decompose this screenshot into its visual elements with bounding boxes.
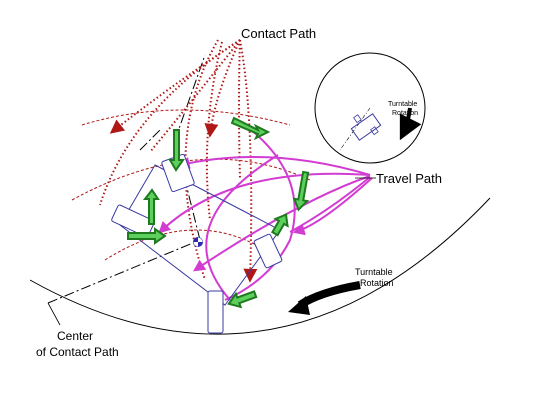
velocity-arrows <box>127 116 310 309</box>
travel-path-inner-arc <box>205 154 279 301</box>
velocity-arrow-icon <box>142 188 160 225</box>
wheel-front-right <box>253 233 283 269</box>
velocity-arrow-icon <box>271 213 289 237</box>
velocity-arrow-icon <box>127 227 167 245</box>
inset-turntable-rotation-label-line1: Turntable <box>388 101 417 108</box>
contact-path-outer-arcs <box>71 109 311 261</box>
center-of-contact-path-label-line2: of Contact Path <box>36 345 119 359</box>
inset-turntable-rotation-label-line2: Rotation <box>392 110 418 117</box>
turntable-rotation-label-line1: Turntable <box>355 267 393 277</box>
leader-lines <box>47 177 376 326</box>
velocity-arrow-icon <box>227 290 258 309</box>
center-of-contact-path-label-line1: Center <box>57 329 93 343</box>
wheel-rear-right <box>207 290 224 334</box>
wheel-rear-left <box>111 204 155 238</box>
velocity-arrow-icon <box>168 129 185 172</box>
velocity-arrow-icon <box>292 170 310 212</box>
contact-path-label: Contact Path <box>241 26 316 41</box>
center-marker <box>193 237 203 247</box>
vehicle-body <box>119 164 281 306</box>
turntable-rotation-arrow-icon <box>288 281 361 315</box>
wheels <box>111 153 283 334</box>
travel-path-label: Travel Path <box>376 171 442 186</box>
wheel-front-left <box>161 153 195 193</box>
inset-turntable <box>314 52 426 164</box>
turntable-arc <box>29 197 491 335</box>
inset-rotation-arrow-icon <box>399 107 422 141</box>
travel-path-main-arc <box>224 124 296 301</box>
turntable-rotation-label-line2: Rotation <box>360 278 394 288</box>
velocity-arrow-icon <box>230 116 271 141</box>
